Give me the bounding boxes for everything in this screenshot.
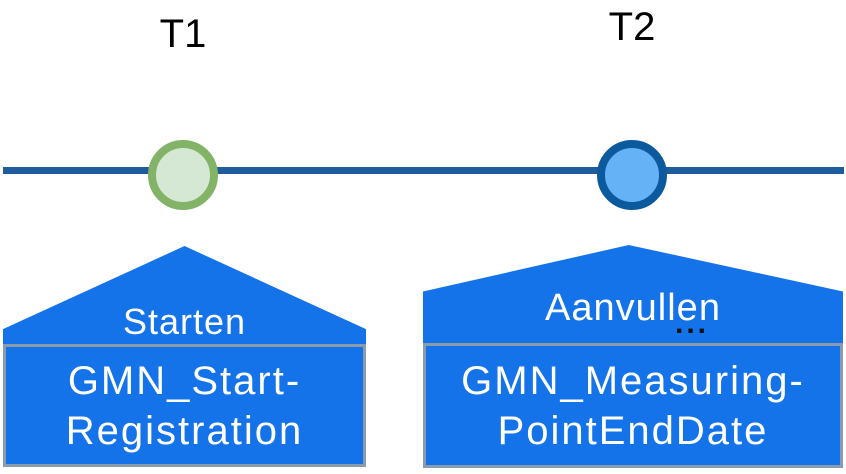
t2-message-line-1: GMN_Measuring-: [461, 358, 805, 403]
t1-message-box: GMN_Start- Registration: [3, 344, 366, 467]
time-label-t2: T2: [608, 5, 656, 49]
t2-action-label: Aanvullen: [545, 287, 721, 329]
t1-callout-roof: Starten: [3, 246, 366, 345]
t2-message-box: GMN_Measuring- PointEndDate: [423, 343, 843, 468]
t1-action-label: Starten: [122, 301, 247, 342]
t2-message-line-2: PointEndDate: [497, 408, 769, 453]
timeline-line: [3, 167, 844, 174]
timeline-marker-t1: [148, 140, 218, 210]
time-label-t1: T1: [159, 12, 207, 56]
t1-message-line-2: Registration: [65, 408, 304, 453]
ellipsis-dots: ...: [675, 307, 710, 340]
timeline-marker-t2: [597, 140, 667, 210]
t2-callout-roof: Aanvullen ...: [423, 245, 843, 344]
t1-message-line-1: GMN_Start-: [67, 358, 302, 403]
